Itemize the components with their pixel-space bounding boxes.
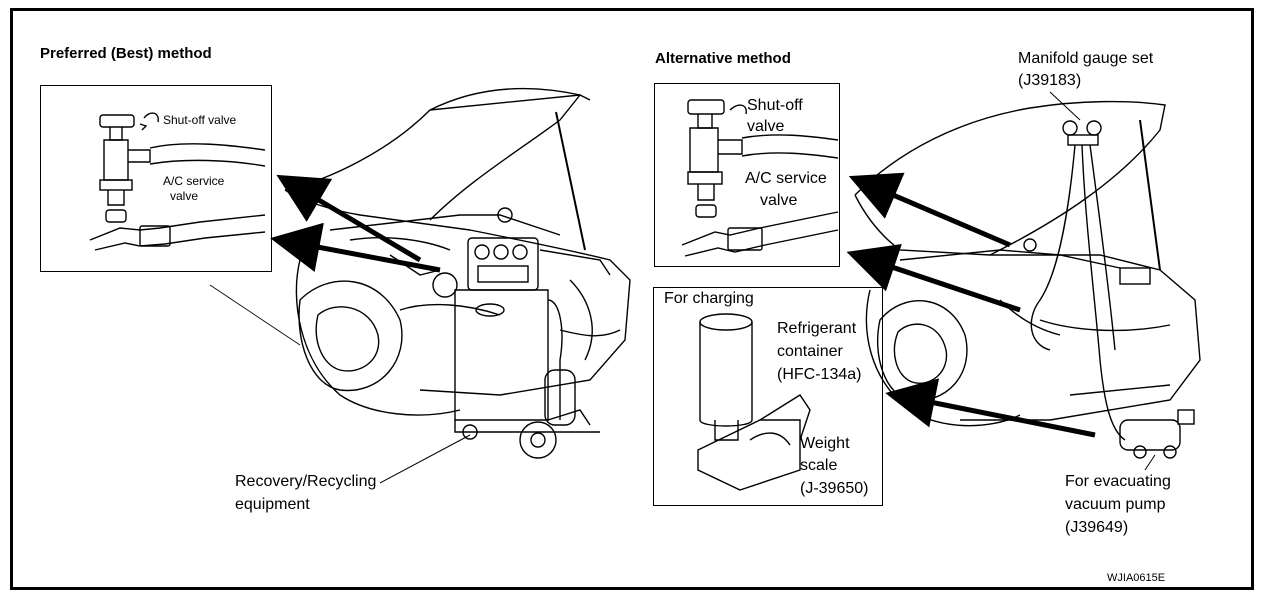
figure-code: WJIA0615E	[1107, 572, 1166, 584]
vacuum-label-line2: vacuum pump	[1065, 496, 1166, 513]
charging-inset-box	[653, 287, 883, 506]
preferred-inset-box	[40, 85, 272, 272]
preferred-method-title: Preferred (Best) method	[40, 45, 212, 62]
manifold-gauge-drawing	[1030, 120, 1195, 459]
left-car	[209, 88, 631, 416]
container-label-line2: container	[777, 343, 843, 360]
arrows	[270, 172, 1096, 438]
vacuum-label-line3: (J39649)	[1065, 519, 1129, 536]
alternative-valve-drawing	[681, 99, 839, 257]
container-label-line1: Refrigerant	[777, 320, 857, 337]
right-car	[854, 100, 1201, 427]
alternative-shutoff-label-line2: valve	[747, 118, 785, 135]
charging-title: For charging	[664, 290, 754, 307]
recovery-label-line2: equipment	[235, 496, 310, 513]
figure-frame	[10, 8, 1254, 590]
leader-lines	[379, 91, 1156, 484]
scale-label-line3: (J-39650)	[800, 480, 869, 497]
preferred-service-label-line1: A/C service	[163, 174, 225, 188]
vacuum-label-line1: For evacuating	[1065, 473, 1171, 490]
alternative-method-title: Alternative method	[655, 50, 791, 67]
preferred-service-label-line2: valve	[170, 189, 199, 203]
manifold-label-line2: (J39183)	[1018, 72, 1082, 89]
charging-drawing	[697, 313, 811, 491]
alternative-service-label-line2: valve	[760, 192, 798, 209]
scale-label-line2: scale	[800, 457, 838, 474]
scale-label-line1: Weight	[800, 435, 850, 452]
preferred-shutoff-label: Shut-off valve	[163, 113, 237, 127]
alternative-service-label-line1: A/C service	[745, 170, 827, 187]
container-label-line3: (HFC-134a)	[777, 366, 862, 383]
alternative-shutoff-label-line1: Shut-off	[747, 97, 803, 114]
recovery-label-line1: Recovery/Recycling	[235, 473, 377, 490]
alternative-inset-box	[654, 83, 840, 267]
manifold-label-line1: Manifold gauge set	[1018, 50, 1154, 67]
recovery-machine	[454, 237, 600, 459]
preferred-valve-drawing	[89, 112, 266, 251]
